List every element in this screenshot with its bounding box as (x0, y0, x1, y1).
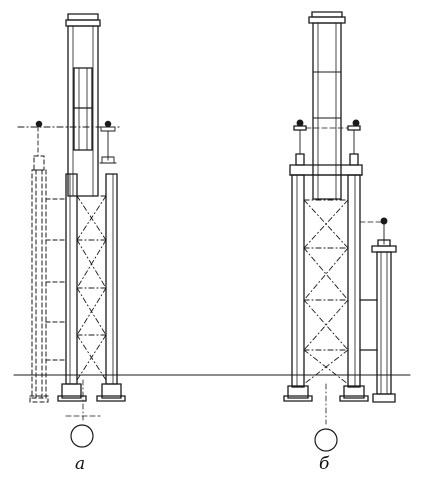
figure-b-mast (309, 12, 345, 199)
figure-b (284, 12, 396, 451)
figure-b-centerline (315, 384, 337, 451)
figure-b-cap (290, 120, 362, 175)
figure-b-pulley-icon (315, 429, 337, 451)
figure-a-dashed-column (30, 156, 66, 402)
figure-b-side-column (360, 218, 396, 402)
figure-a (18, 14, 125, 447)
figure-b-label: б (319, 454, 330, 474)
figure-b-guide-frame (284, 175, 368, 401)
figure-a-label: а (75, 454, 86, 474)
figure-a-mast (66, 14, 100, 196)
figure-a-pulley-icon (71, 425, 93, 447)
figure-a-centerline (66, 380, 100, 447)
figure-a-top-rig (18, 121, 120, 163)
figure-a-guide-frame (58, 174, 125, 401)
